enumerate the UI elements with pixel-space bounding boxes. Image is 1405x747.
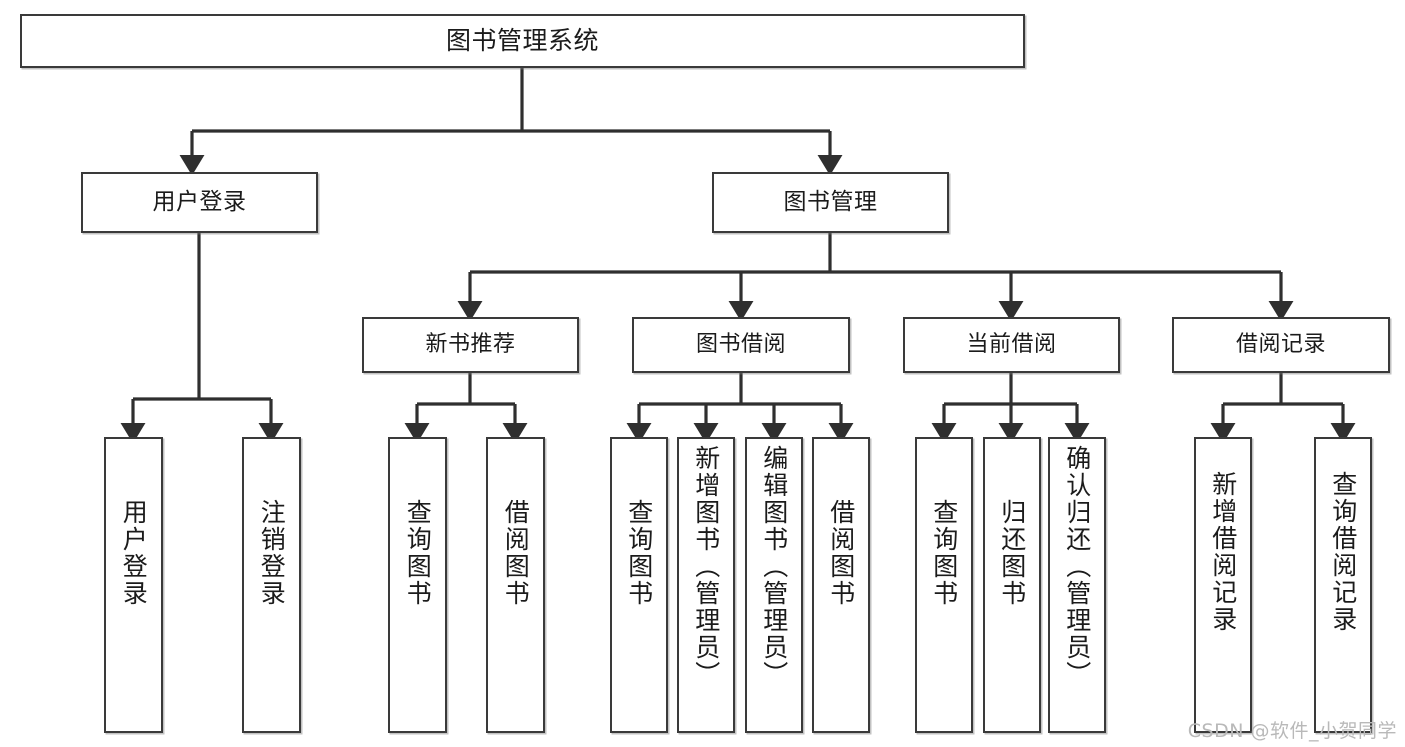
leaf-add-record[interactable]: 新增借阅记录 bbox=[1194, 437, 1252, 733]
leaf-borrow-book-2[interactable]: 借阅图书 bbox=[812, 437, 870, 733]
node-label: 借阅记录 bbox=[1235, 332, 1326, 358]
node-book-manage[interactable]: 图书管理 bbox=[712, 172, 949, 233]
node-label: 新增图书（管理员） bbox=[691, 445, 721, 688]
node-label: 当前借阅 bbox=[966, 332, 1057, 358]
node-user-login[interactable]: 用户登录 bbox=[81, 172, 318, 233]
leaf-user-login[interactable]: 用户登录 bbox=[104, 437, 163, 733]
leaf-query-book-3[interactable]: 查询图书 bbox=[915, 437, 973, 733]
node-current-borrow[interactable]: 当前借阅 bbox=[903, 317, 1120, 373]
node-label: 归还图书 bbox=[997, 499, 1027, 607]
leaf-add-book[interactable]: 新增图书（管理员） bbox=[677, 437, 735, 733]
node-label: 查询图书 bbox=[624, 499, 654, 607]
node-borrow-record[interactable]: 借阅记录 bbox=[1172, 317, 1390, 373]
node-label: 借阅图书 bbox=[501, 499, 531, 607]
node-label: 新增借阅记录 bbox=[1208, 471, 1238, 633]
node-label: 用户登录 bbox=[152, 188, 247, 215]
leaf-borrow-book-1[interactable]: 借阅图书 bbox=[486, 437, 545, 733]
leaf-query-record[interactable]: 查询借阅记录 bbox=[1314, 437, 1372, 733]
node-root[interactable]: 图书管理系统 bbox=[20, 14, 1025, 68]
node-book-borrow[interactable]: 图书借阅 bbox=[632, 317, 850, 373]
leaf-query-book-1[interactable]: 查询图书 bbox=[388, 437, 447, 733]
node-label: 图书管理 bbox=[783, 188, 878, 215]
node-label: 借阅图书 bbox=[826, 499, 856, 607]
node-label: 查询图书 bbox=[403, 499, 433, 607]
node-label: 编辑图书（管理员） bbox=[759, 445, 789, 688]
leaf-edit-book[interactable]: 编辑图书（管理员） bbox=[745, 437, 803, 733]
leaf-confirm-return[interactable]: 确认归还（管理员） bbox=[1048, 437, 1106, 733]
csdn-watermark: CSDN @软件_小贺同学 bbox=[1187, 720, 1397, 742]
leaf-return-book[interactable]: 归还图书 bbox=[983, 437, 1041, 733]
node-label: 注销登录 bbox=[257, 499, 287, 607]
leaf-query-book-2[interactable]: 查询图书 bbox=[610, 437, 668, 733]
node-label: 用户登录 bbox=[119, 499, 149, 607]
node-label: 查询借阅记录 bbox=[1328, 471, 1358, 633]
node-label: 图书管理系统 bbox=[445, 26, 599, 56]
leaf-user-logout[interactable]: 注销登录 bbox=[242, 437, 301, 733]
node-label: 查询图书 bbox=[929, 499, 959, 607]
node-label: 新书推荐 bbox=[425, 332, 516, 358]
node-label: 确认归还（管理员） bbox=[1062, 445, 1092, 688]
node-label: 图书借阅 bbox=[695, 332, 786, 358]
node-new-book-rec[interactable]: 新书推荐 bbox=[362, 317, 579, 373]
